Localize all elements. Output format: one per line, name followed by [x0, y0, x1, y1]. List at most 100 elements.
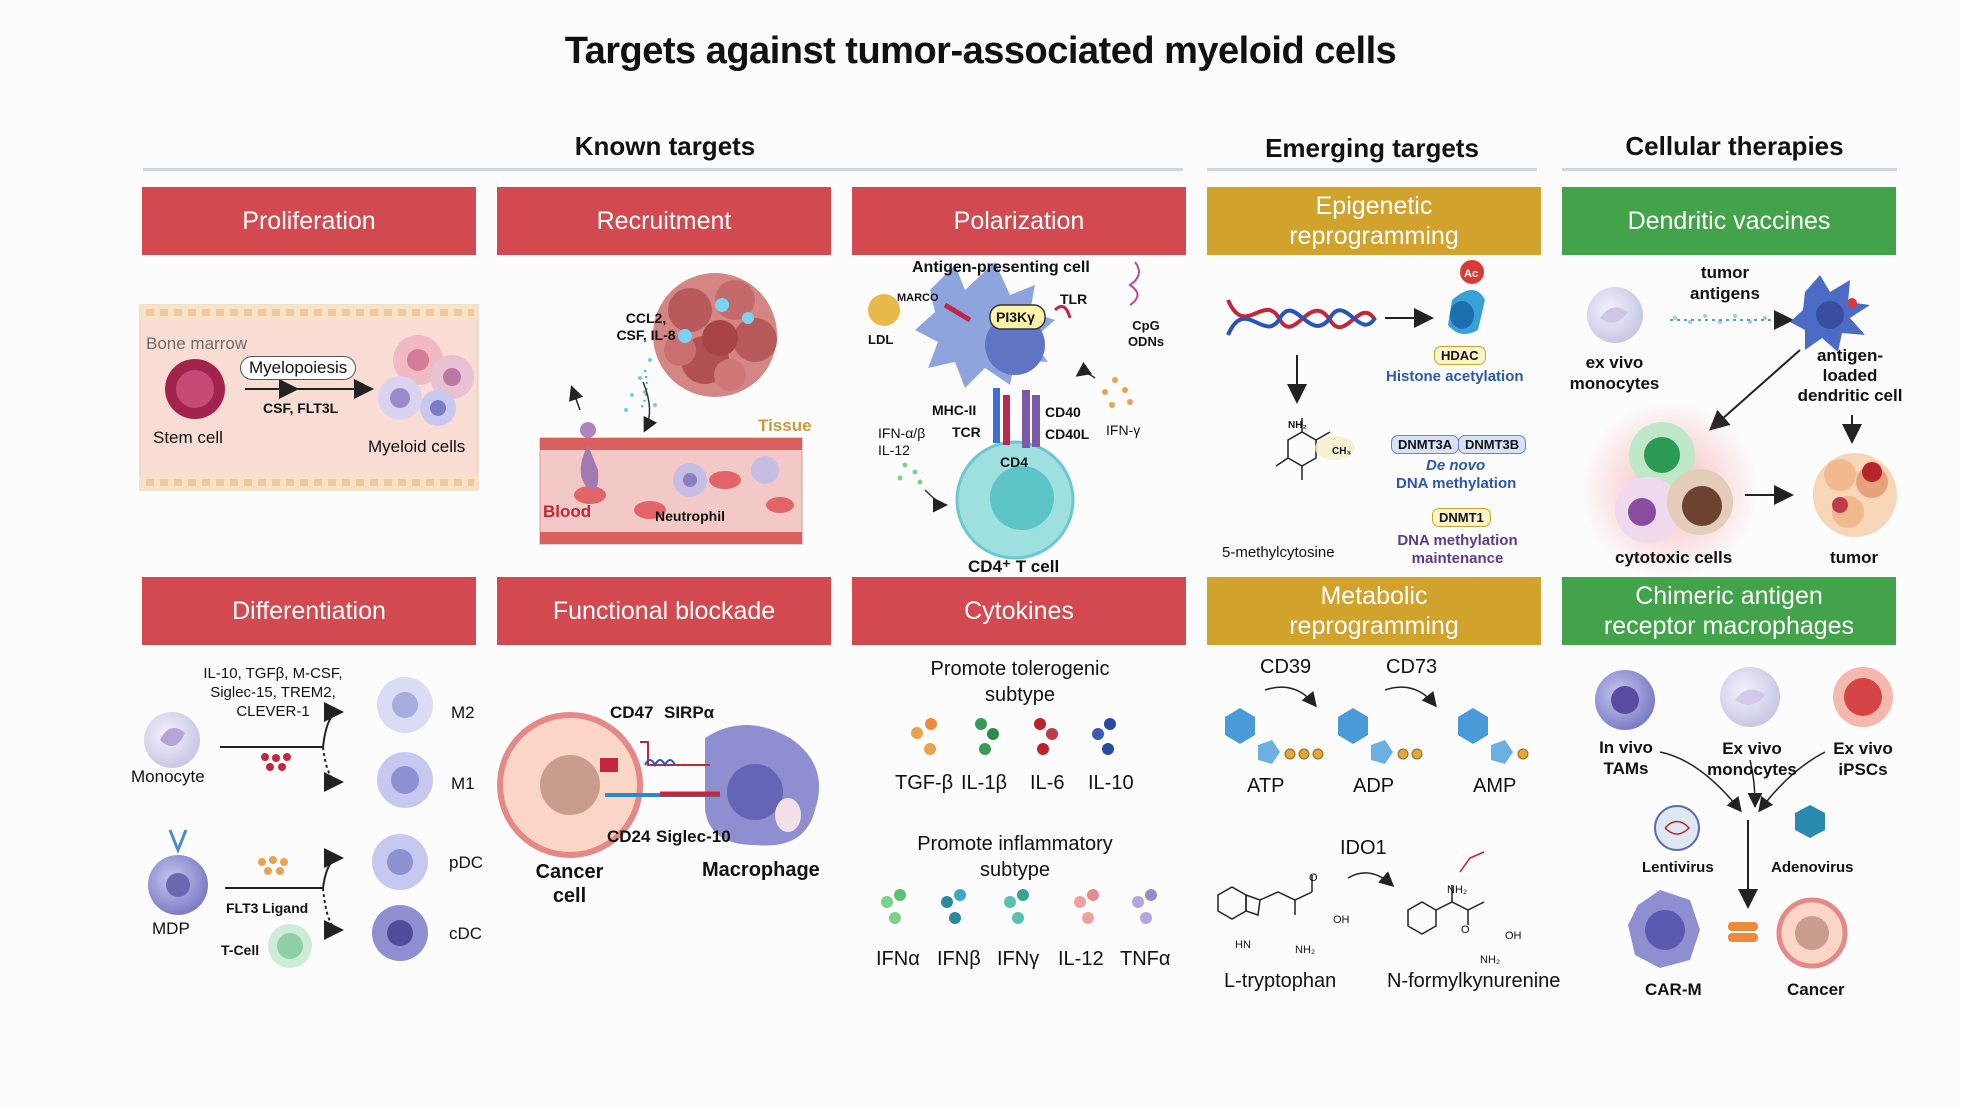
label-car-exvivo-monocytes: Ex vivo monocytes: [1707, 739, 1797, 779]
section-cellular-therapies: Cellular therapies: [1625, 131, 1844, 161]
section-rule-known: [143, 168, 1183, 171]
label-exvivo-monocytes: ex vivo monocytes: [1569, 353, 1660, 393]
label-antigen-loaded-dc: antigen- loaded dendritic cell: [1797, 346, 1903, 405]
label-tcell: T-Cell: [221, 942, 260, 958]
header-metabolic: Metabolic reprogramming: [1207, 577, 1541, 645]
label-cd4-tcell: CD4⁺ T cell: [968, 557, 1060, 576]
label-dnmt3a: DNMT3A: [1391, 435, 1460, 454]
cytokine-inf-1: IFNβ: [937, 948, 981, 970]
label-l-tryptophan: L-tryptophan: [1224, 970, 1337, 992]
header-epigenetic: Epigenetic reprogramming: [1207, 187, 1541, 255]
header-proliferation: Proliferation: [142, 187, 476, 255]
cytokine-tol-2: IL-6: [1030, 772, 1065, 794]
label-csf-flt3l: CSF, FLT3L: [263, 400, 339, 416]
label-tolerogenic: Promote tolerogenic subtype: [930, 658, 1110, 706]
label-tcr: TCR: [952, 424, 981, 440]
label-kyn-nh2-top: NH₂: [1447, 884, 1468, 896]
label-cd39: CD39: [1260, 656, 1312, 678]
metabolic-illustration: [1217, 686, 1529, 935]
header-recruitment: Recruitment: [497, 187, 831, 255]
label-exvivo-ipscs: Ex vivo iPSCs: [1833, 739, 1893, 779]
label-trp-hn: HN: [1235, 939, 1251, 951]
section-rule-emerging: [1207, 168, 1537, 171]
label-cd47: CD47: [610, 703, 654, 722]
label-invivo-tams: In vivo TAMs: [1599, 738, 1653, 778]
label-blood: Blood: [543, 502, 592, 521]
header-dendritic: Dendritic vaccines: [1562, 187, 1896, 255]
label-dnmt1: DNMT1: [1432, 508, 1491, 527]
label-ido1: IDO1: [1340, 837, 1387, 859]
label-tumor-antigens: tumor antigens: [1690, 263, 1760, 303]
label-cd73: CD73: [1386, 656, 1438, 678]
bone-marrow-illustration: [139, 304, 479, 491]
label-kyn-o: O: [1461, 924, 1470, 936]
label-dna-methylation: DNA methylation: [1396, 475, 1517, 492]
header-differentiation: Differentiation: [142, 577, 476, 645]
label-histone-acetylation: Histone acetylation: [1386, 368, 1524, 385]
label-pi3k: PI3Kγ: [996, 309, 1035, 325]
label-trp-oh: OH: [1333, 914, 1350, 926]
header-car-macrophages: Chimeric antigen receptor macrophages: [1562, 577, 1896, 645]
label-hdac: HDAC: [1434, 346, 1486, 365]
label-tlr: TLR: [1060, 291, 1088, 307]
differentiation-illustration: [144, 677, 433, 968]
header-polarization: Polarization: [852, 187, 1186, 255]
figure-title: Targets against tumor-associated myeloid…: [564, 30, 1397, 72]
section-rule-cellular: [1562, 168, 1897, 171]
label-cdc: cDC: [449, 924, 483, 943]
label-cytotoxic-cells: cytotoxic cells: [1615, 548, 1733, 567]
label-bone-marrow: Bone marrow: [146, 334, 248, 353]
car-illustration: [1595, 667, 1893, 969]
section-emerging-targets: Emerging targets: [1265, 133, 1479, 163]
label-trp-o: O: [1309, 872, 1318, 884]
label-lentivirus: Lentivirus: [1642, 859, 1714, 876]
recruitment-illustration: [539, 273, 803, 545]
label-nh2: NH₂: [1288, 420, 1307, 431]
label-cd24: CD24: [607, 827, 651, 846]
label-cd40l: CD40L: [1045, 426, 1090, 442]
label-apc: Antigen-presenting cell: [912, 259, 1090, 276]
label-myelopoiesis: Myelopoiesis: [240, 356, 357, 380]
cytokine-inf-0: IFNα: [876, 948, 920, 970]
label-neutrophil: Neutrophil: [655, 508, 725, 524]
cytokine-inf-2: IFNγ: [997, 948, 1040, 970]
cytokine-tol-3: IL-10: [1088, 772, 1134, 794]
label-kynurenine: N-formylkynurenine: [1387, 970, 1561, 992]
label-tissue: Tissue: [758, 416, 812, 435]
dendritic-illustration: [1580, 275, 1897, 580]
blockade-illustration: [497, 712, 820, 858]
label-ifn-g: IFN-γ: [1106, 422, 1141, 438]
label-dnmt3b: DNMT3B: [1458, 435, 1527, 454]
label-pdc: pDC: [449, 853, 484, 872]
cytokine-tol-1: IL-1β: [961, 772, 1007, 794]
header-functional-blockade: Functional blockade: [497, 577, 831, 645]
label-flt3-ligand: FLT3 Ligand: [226, 900, 309, 916]
label-methylation-maintenance: DNA methylation maintenance: [1397, 532, 1518, 567]
label-amp: AMP: [1473, 775, 1517, 797]
label-ch3: CH₃: [1332, 446, 1352, 457]
label-myeloid-cells: Myeloid cells: [368, 437, 466, 456]
label-cd4: CD4: [1000, 454, 1029, 470]
polarization-illustration: [868, 261, 1140, 560]
label-5-methylcytosine: 5-methylcytosine: [1222, 544, 1335, 561]
epigenetic-illustration: [1226, 260, 1485, 480]
cytokine-tol-0: TGF-β: [895, 772, 954, 794]
label-cpg-odns: CpG ODNs: [1127, 318, 1165, 349]
label-mhc-ii: MHC-II: [932, 402, 977, 418]
cytokine-inf-4: TNFα: [1120, 948, 1171, 970]
label-tumor: tumor: [1830, 548, 1879, 567]
label-stem-cell: Stem cell: [153, 428, 223, 447]
label-monocyte: Monocyte: [131, 767, 205, 786]
label-sirpa: SIRPα: [664, 703, 715, 722]
label-macrophage: Macrophage: [702, 859, 820, 881]
label-kyn-nh2: NH₂: [1480, 954, 1501, 966]
section-known-targets: Known targets: [574, 131, 756, 161]
cytokine-inf-3: IL-12: [1058, 948, 1104, 970]
label-cd40: CD40: [1045, 404, 1081, 420]
label-ldl: LDL: [868, 332, 894, 347]
label-diff-factors: IL-10, TGFβ, M-CSF, Siglec-15, TREM2, CL…: [203, 665, 343, 720]
label-mdp: MDP: [152, 919, 190, 938]
label-de-novo: De novo: [1426, 457, 1486, 474]
